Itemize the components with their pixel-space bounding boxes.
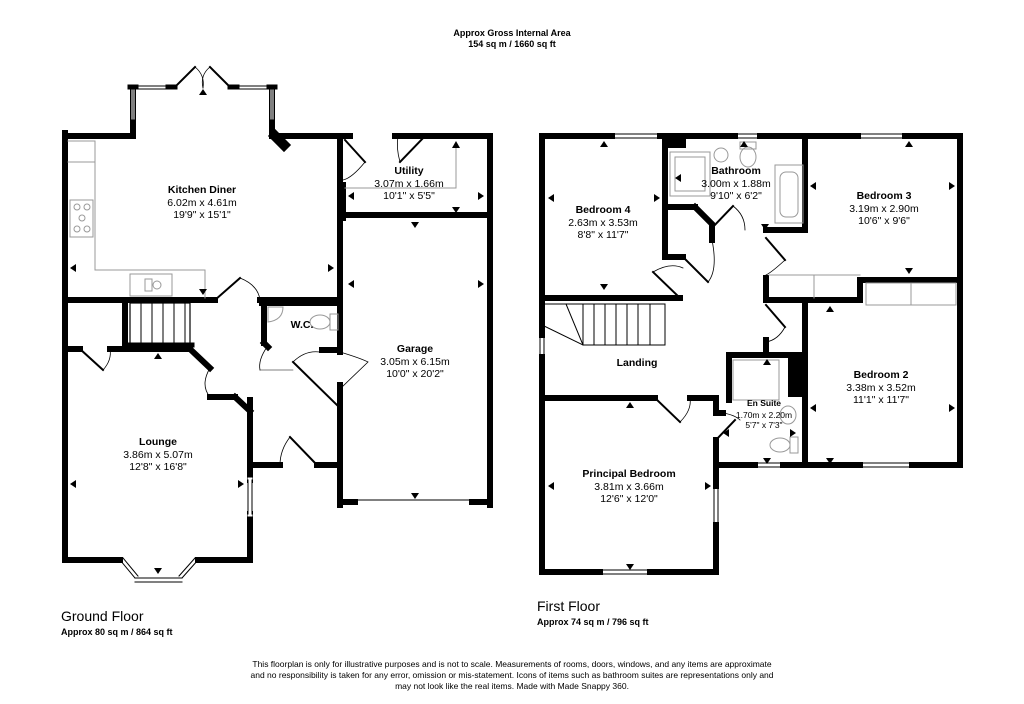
room-metric: 3.00m x 1.88m (701, 177, 771, 190)
room-metric: 2.63m x 3.53m (568, 216, 638, 229)
room-name: Bedroom 2 (853, 369, 909, 381)
room-imperial: 5'7" x 7'3" (745, 419, 783, 430)
room-imperial: 12'6" x 12'0" (600, 493, 658, 505)
room-name: Garage (396, 343, 434, 355)
room-utility: Utility 3.07m x 1.66m 10'1" x 5'5" (374, 165, 443, 203)
room-imperial: 10'1" x 5'5" (383, 190, 435, 202)
room-metric: 3.81m x 3.66m (594, 480, 664, 493)
first-floor-caption: First Floor Approx 74 sq m / 796 sq ft (537, 598, 649, 627)
room-name: Kitchen Diner (167, 184, 237, 196)
floor-title: Ground Floor (61, 608, 144, 624)
wc-walls (259, 300, 343, 353)
utility-worktop (344, 144, 457, 189)
first-floor-plan (539, 133, 963, 575)
room-bathroom: Bathroom 3.00m x 1.88m 9'10" x 6'2" (701, 165, 770, 203)
room-metric: 1.70m x 2.20m (735, 409, 793, 420)
room-name: Utility (394, 165, 424, 177)
room-metric: 3.38m x 3.52m (846, 381, 916, 394)
bathroom-fixtures (669, 141, 804, 224)
room-garage: Garage 3.05m x 6.15m 10'0" x 20'2" (380, 343, 449, 381)
room-metric: 6.02m x 4.61m (167, 196, 237, 209)
wardrobes (768, 274, 957, 306)
room-name: En Suite (746, 398, 782, 408)
room-imperial: 10'6" x 9'6" (858, 215, 910, 227)
room-metric: 3.19m x 2.90m (849, 202, 919, 215)
room-bedroom-2: Bedroom 2 3.38m x 3.52m 11'1" x 11'7" (846, 369, 915, 407)
room-name: Bathroom (711, 165, 761, 177)
room-lounge: Lounge 3.86m x 5.07m 12'8" x 16'8" (123, 436, 192, 474)
room-name: Principal Bedroom (582, 468, 676, 480)
room-name: W.C. (290, 319, 314, 331)
kitchen-hall-door (213, 276, 261, 302)
disclaimer-line: This floorplan is only for illustrative … (252, 659, 772, 669)
french-doors (173, 65, 232, 89)
room-imperial: 9'10" x 6'2" (710, 190, 762, 202)
room-en-suite: En Suite 1.70m x 2.20m 5'7" x 7'3" (736, 397, 792, 430)
gross-internal-area: Approx Gross Internal Area 154 sq m / 16… (0, 28, 1024, 50)
room-imperial: 10'0" x 20'2" (386, 368, 444, 380)
arrow-marker (199, 89, 207, 95)
room-metric: 3.07m x 1.66m (374, 177, 444, 190)
first-floor-outer-walls (539, 133, 963, 575)
lounge-walls (62, 297, 255, 563)
room-principal-bedroom: Principal Bedroom 3.81m x 3.66m 12'6" x … (582, 468, 675, 506)
hall-walls (247, 397, 343, 473)
room-metric: 3.86m x 5.07m (123, 448, 193, 461)
room-kitchen-diner: Kitchen Diner 6.02m x 4.61m 19'9" x 15'1… (167, 184, 236, 222)
disclaimer: This floorplan is only for illustrative … (230, 659, 794, 692)
room-metric: 3.05m x 6.15m (380, 355, 450, 368)
room-name: Bedroom 3 (856, 190, 912, 202)
kitchen-units (67, 140, 206, 299)
disclaimer-line: may not look like the real items. Made w… (395, 681, 629, 691)
room-imperial: 12'8" x 16'8" (129, 461, 187, 473)
first-floor-stairs (541, 303, 666, 346)
room-wc: W.C. (291, 319, 314, 332)
room-name: Lounge (139, 436, 177, 448)
first-floor-windows (539, 133, 913, 575)
floor-area: Approx 74 sq m / 796 sq ft (537, 617, 649, 627)
room-imperial: 19'9" x 15'1" (173, 209, 231, 221)
lounge-bay-window (119, 557, 199, 583)
ensuite-fixtures (732, 359, 799, 454)
floor-area: Approx 80 sq m / 864 sq ft (61, 627, 173, 637)
gia-title: Approx Gross Internal Area (453, 28, 571, 38)
utility-walls (337, 133, 493, 508)
room-bedroom-3: Bedroom 3 3.19m x 2.90m 10'6" x 9'6" (849, 190, 918, 228)
room-landing: Landing (617, 357, 658, 370)
gia-value: 154 sq m / 1660 sq ft (468, 39, 556, 49)
disclaimer-line: and no responsibility is taken for any e… (250, 670, 774, 680)
garage-walls (337, 215, 493, 508)
room-bedroom-4: Bedroom 4 2.63m x 3.53m 8'8" x 11'7" (568, 204, 637, 242)
room-name: Landing (616, 357, 658, 369)
room-imperial: 8'8" x 11'7" (577, 229, 629, 241)
room-name: Bedroom 4 (575, 204, 631, 216)
room-imperial: 11'1" x 11'7" (852, 394, 910, 406)
first-floor-doors (651, 204, 787, 442)
ground-floor-plan (62, 65, 493, 583)
ground-floor-caption: Ground Floor Approx 80 sq m / 864 sq ft (61, 608, 173, 637)
ground-stairs (129, 302, 191, 346)
floor-title: First Floor (537, 598, 600, 614)
